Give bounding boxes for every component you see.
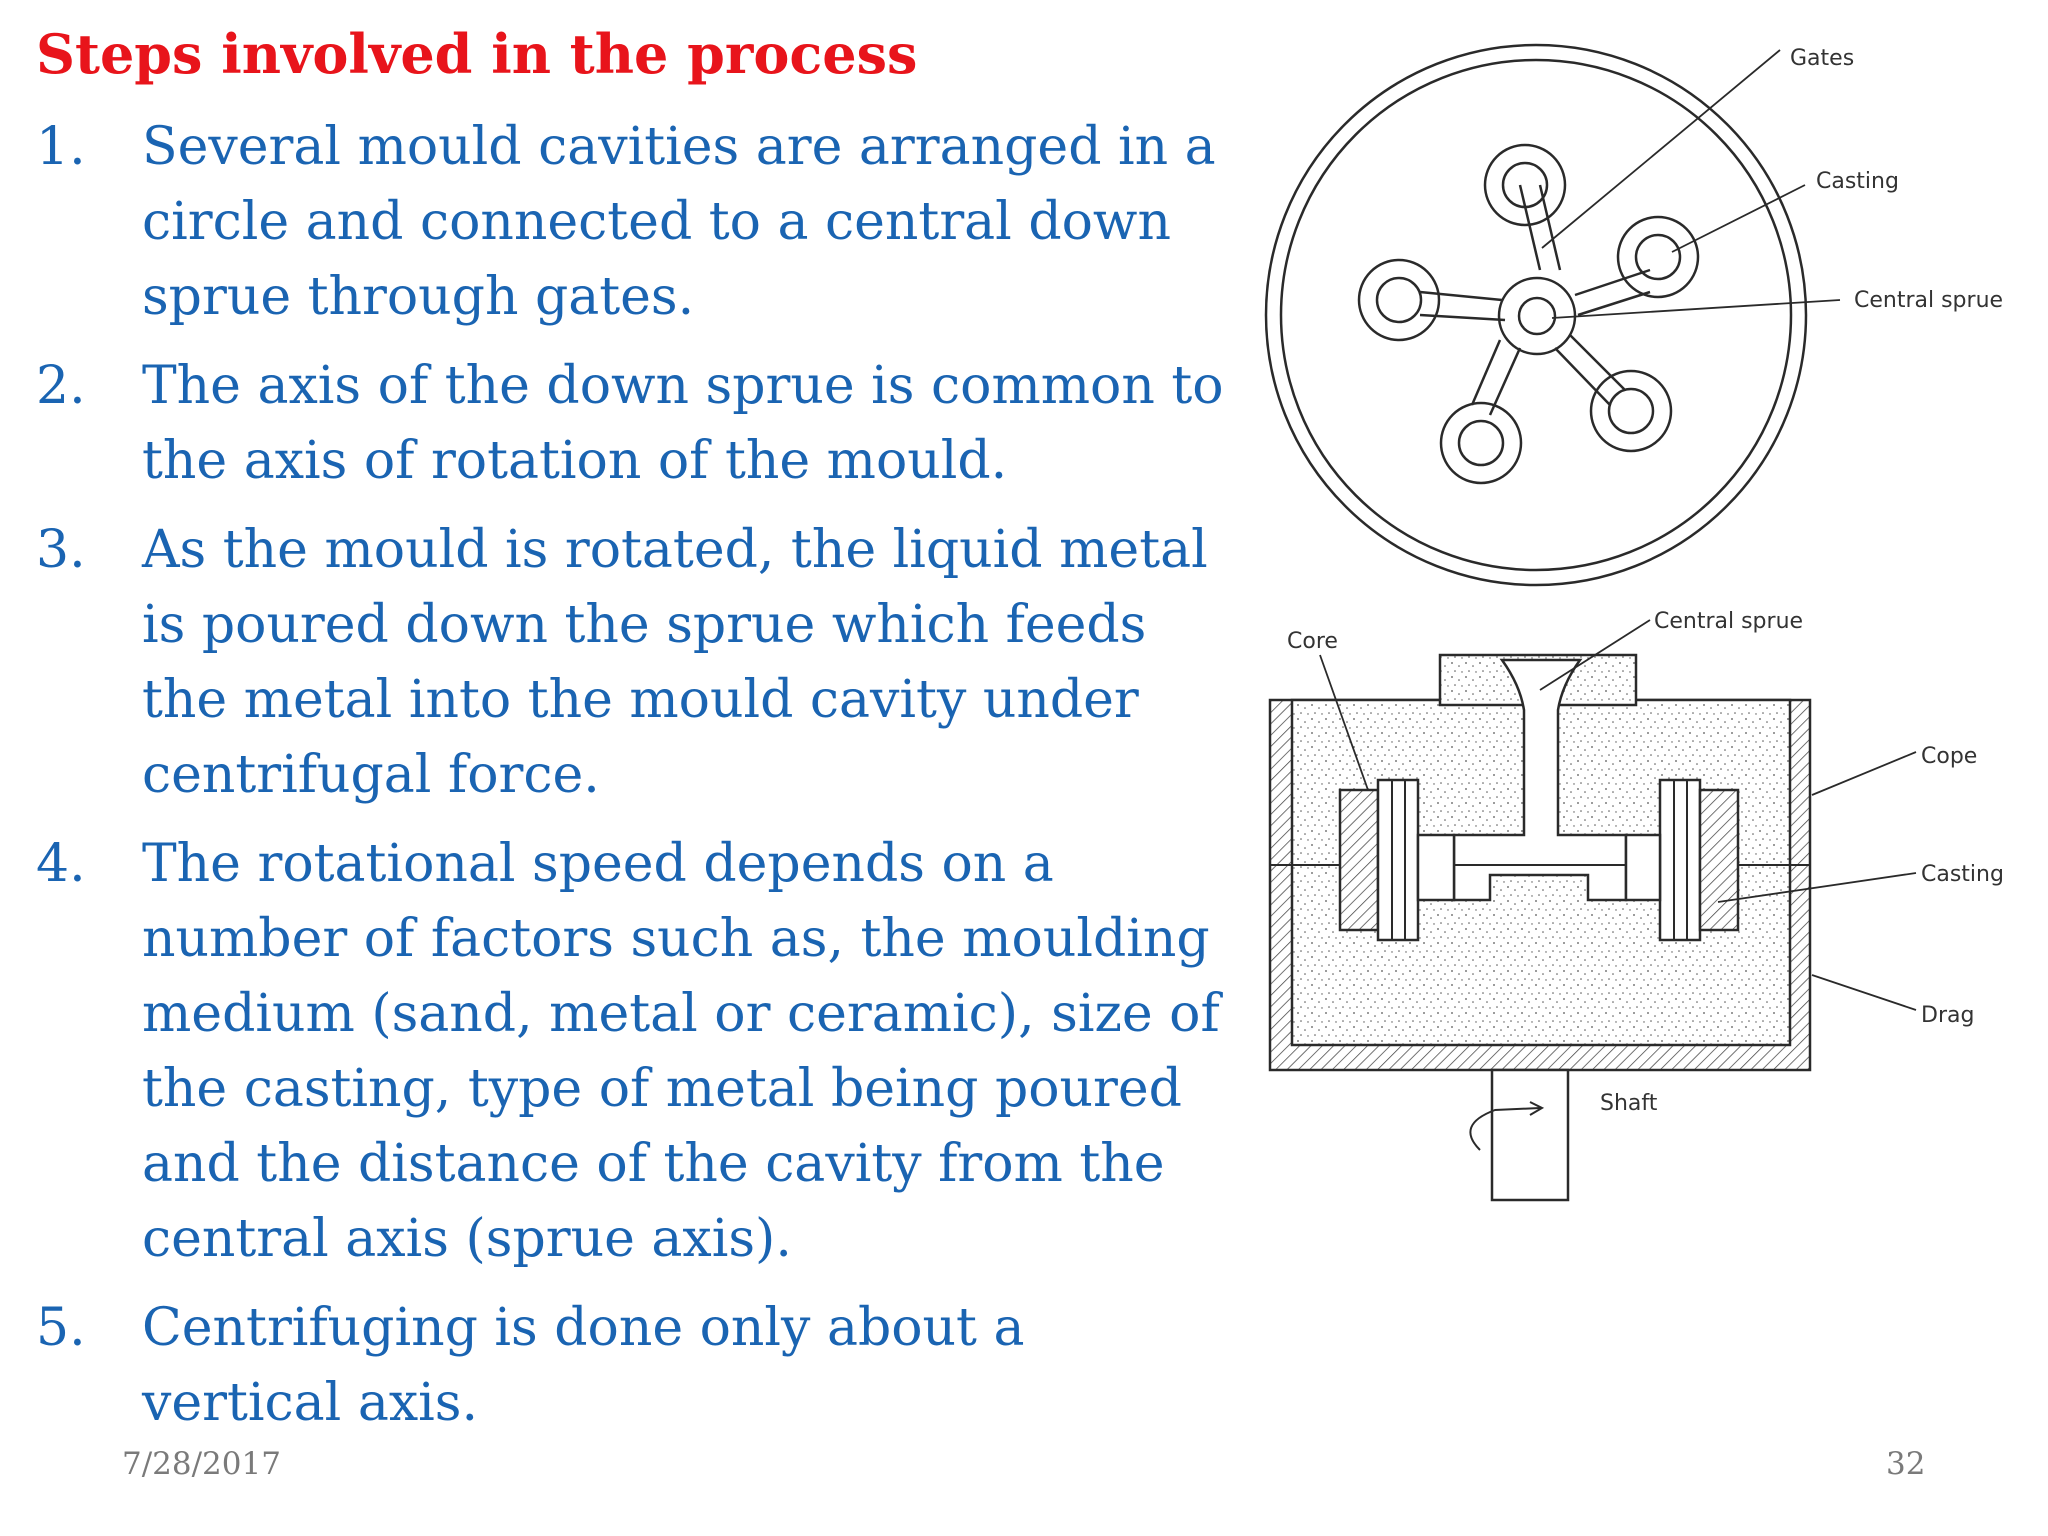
- central-sprue-hole: [1517, 296, 1557, 336]
- list-item: 1. Several mould cavities are arranged i…: [36, 110, 1236, 335]
- mould-inner-circle: [1279, 58, 1793, 572]
- label-casting-bottom: Casting: [1921, 862, 2004, 887]
- label-drag: Drag: [1921, 1003, 1974, 1028]
- step-number: 4.: [36, 834, 86, 894]
- label-shaft: Shaft: [1600, 1091, 1658, 1116]
- sprue-and-cavity: [1452, 658, 1628, 902]
- slide-date: 7/28/2017: [122, 1446, 281, 1482]
- gate-arms: [1419, 184, 1651, 416]
- step-text: The rotational speed depends on a number…: [142, 834, 1220, 1269]
- shaft: [1490, 1068, 1570, 1202]
- label-core: Core: [1287, 629, 1338, 654]
- list-item: 2. The axis of the down sprue is common …: [36, 349, 1236, 499]
- step-number: 2.: [36, 356, 86, 416]
- step-number: 5.: [36, 1298, 86, 1358]
- casting-left: [1376, 778, 1420, 942]
- mould-outer-circle: [1264, 43, 1808, 587]
- step-text: Centrifuging is done only about a vertic…: [142, 1298, 1025, 1433]
- casting-right: [1658, 778, 1702, 942]
- list-item: 5. Centrifuging is done only about a ver…: [36, 1291, 1236, 1441]
- step-text: Several mould cavities are arranged in a…: [142, 117, 1216, 327]
- slide-page-number: 32: [1886, 1446, 1926, 1482]
- core-left: [1338, 788, 1380, 932]
- label-cope: Cope: [1921, 744, 1977, 769]
- rotation-arrow: [1469, 1107, 1541, 1151]
- label-central-sprue-bottom: Central sprue: [1654, 609, 1803, 634]
- label-gates: Gates: [1790, 46, 1854, 71]
- core-right: [1698, 788, 1740, 932]
- label-central-sprue-top: Central sprue: [1854, 288, 2003, 313]
- slide-title: Steps involved in the process: [36, 22, 918, 86]
- steps-list: 1. Several mould cavities are arranged i…: [36, 110, 1236, 1455]
- list-item: 4. The rotational speed depends on a num…: [36, 827, 1236, 1277]
- step-text: As the mould is rotated, the liquid meta…: [142, 520, 1208, 805]
- top-view: [1264, 43, 1841, 587]
- step-number: 3.: [36, 520, 86, 580]
- central-sprue-ring: [1497, 276, 1577, 356]
- section-view: [1268, 619, 1917, 1202]
- step-text: The axis of the down sprue is common to …: [142, 356, 1224, 491]
- label-casting-top: Casting: [1816, 169, 1899, 194]
- list-item: 3. As the mould is rotated, the liquid m…: [36, 513, 1236, 813]
- step-number: 1.: [36, 117, 86, 177]
- centrifuging-diagram: Gates Casting Central sprue: [1264, 43, 2004, 1202]
